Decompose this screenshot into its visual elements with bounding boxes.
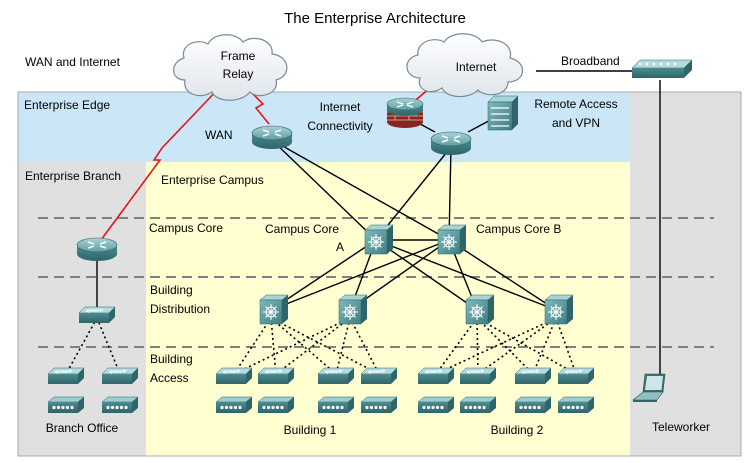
building-distribution-label-1: Building bbox=[150, 283, 193, 297]
hub-icon bbox=[47, 396, 85, 414]
campus-core-label: Campus Core bbox=[149, 221, 223, 235]
internet-cloud-label: Internet bbox=[456, 60, 497, 74]
internet-cloud-icon bbox=[406, 33, 524, 98]
access-switch-icon bbox=[459, 367, 497, 385]
campus-core-b-label: Campus Core B bbox=[476, 222, 561, 236]
branch-switch-icon bbox=[78, 306, 116, 324]
wan-label: WAN bbox=[205, 128, 233, 142]
campus-core-a-label-2: A bbox=[336, 240, 344, 254]
frame-relay-label-1: Frame bbox=[221, 49, 256, 63]
distribution-switch-icon bbox=[544, 294, 574, 325]
distribution-switch-icon bbox=[338, 294, 368, 325]
internet-connectivity-label-1: Internet bbox=[320, 100, 361, 114]
campus-core-a-label-1: Campus Core bbox=[265, 222, 339, 236]
hub-icon bbox=[514, 396, 552, 414]
remote-access-label-1: Remote Access bbox=[534, 97, 617, 111]
enterprise-frame bbox=[17, 91, 742, 457]
hub-icon bbox=[101, 396, 139, 414]
hub-icon bbox=[459, 396, 497, 414]
access-switch-icon bbox=[417, 367, 455, 385]
hub-icon bbox=[257, 396, 295, 414]
vpn-concentrator-icon bbox=[487, 95, 519, 131]
edge-band bbox=[18, 92, 630, 162]
hub-icon bbox=[417, 396, 455, 414]
enterprise-campus-label: Enterprise Campus bbox=[161, 173, 264, 187]
wan-internet-label: WAN and Internet bbox=[25, 55, 121, 69]
internet-connectivity-label-2: Connectivity bbox=[307, 119, 372, 133]
building-access-label-2: Access bbox=[150, 371, 189, 385]
broadband-modem-icon bbox=[631, 59, 693, 78]
teleworker-label: Teleworker bbox=[652, 420, 710, 434]
laptop-icon bbox=[632, 373, 666, 402]
access-switch-icon bbox=[257, 367, 295, 385]
enterprise-branch-label: Enterprise Branch bbox=[25, 169, 121, 183]
campus-core-a-switch-icon bbox=[364, 224, 394, 255]
enterprise-edge-label: Enterprise Edge bbox=[24, 98, 110, 112]
frame-relay-cloud-icon bbox=[173, 34, 288, 101]
access-switch-icon bbox=[215, 367, 253, 385]
dashed-dividers bbox=[38, 217, 714, 348]
access-switch-icon bbox=[514, 367, 552, 385]
access-switch-icon bbox=[101, 367, 139, 385]
remote-access-label-2: and VPN bbox=[552, 116, 600, 130]
broadband-label: Broadband bbox=[561, 54, 620, 68]
access-switch-icon bbox=[557, 367, 595, 385]
hub-icon bbox=[360, 396, 398, 414]
diagram-title: The Enterprise Architecture bbox=[284, 10, 466, 27]
building-distribution-label-2: Distribution bbox=[150, 302, 210, 316]
distribution-switch-icon bbox=[465, 294, 495, 325]
hub-icon bbox=[215, 396, 253, 414]
access-links bbox=[65, 317, 577, 375]
access-switch-icon bbox=[317, 367, 355, 385]
internet-router-icon bbox=[430, 131, 472, 156]
access-switch-icon bbox=[47, 367, 85, 385]
campus-core-b-switch-icon bbox=[437, 224, 467, 255]
frame-relay-label-2: Relay bbox=[223, 67, 254, 81]
building-1-label: Building 1 bbox=[284, 423, 337, 437]
hub-icon bbox=[557, 396, 595, 414]
hub-icon bbox=[317, 396, 355, 414]
building-2-label: Building 2 bbox=[491, 423, 544, 437]
access-switch-icon bbox=[360, 367, 398, 385]
wan-router-icon bbox=[251, 125, 293, 150]
branch-office-label: Branch Office bbox=[46, 421, 119, 435]
building-access-label-1: Building bbox=[150, 352, 193, 366]
firewall-router-icon bbox=[386, 97, 424, 128]
branch-router-icon bbox=[76, 237, 118, 262]
distribution-switch-icon bbox=[259, 294, 289, 325]
